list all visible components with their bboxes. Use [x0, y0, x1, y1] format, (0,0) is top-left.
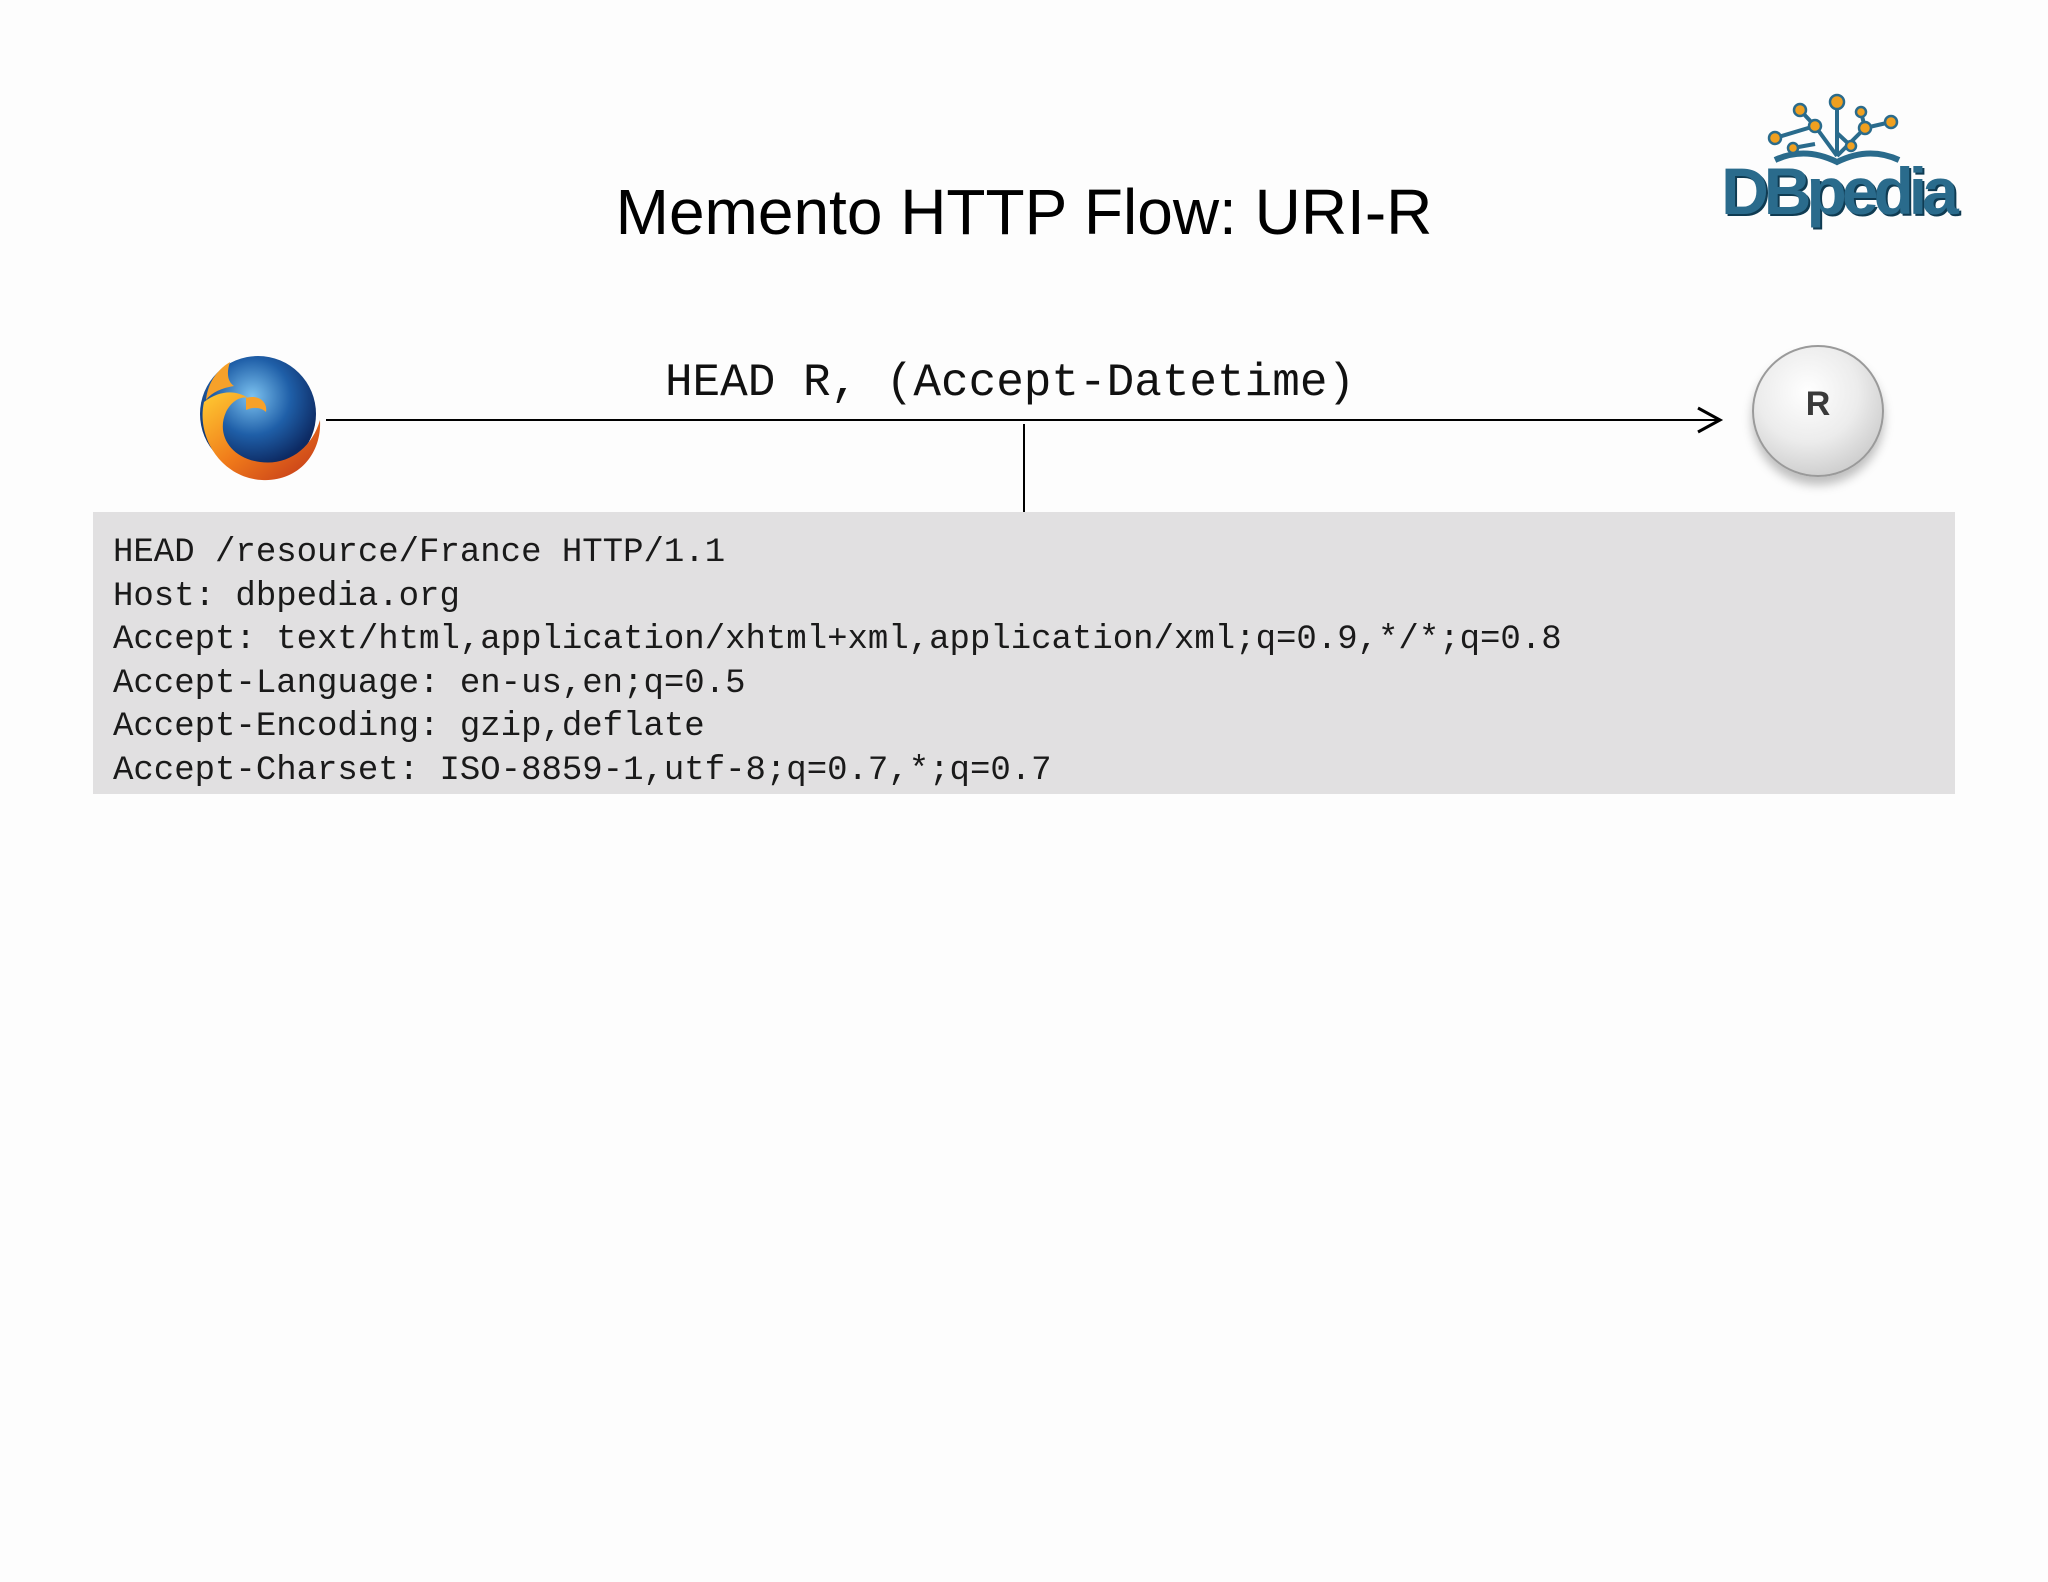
- http-request-box: HEAD /resource/France HTTP/1.1 Host: dbp…: [93, 512, 1955, 794]
- http-request-lines: HEAD /resource/France HTTP/1.1 Host: dbp…: [113, 532, 1562, 794]
- http-request-line: Accept: text/html,application/xhtml+xml,…: [113, 621, 1562, 660]
- resource-node: R: [1752, 345, 1884, 477]
- request-label: HEAD R, (Accept-Datetime): [664, 357, 1356, 409]
- resource-node-label: R: [1805, 385, 1831, 423]
- dbpedia-logo: DBpedia: [1715, 88, 1960, 240]
- dbpedia-logo-text: DBpedia: [1721, 154, 1959, 228]
- http-request-line: Accept-Encoding: gzip,deflate: [113, 708, 705, 747]
- http-request-line: HEAD /resource/France HTTP/1.1: [113, 534, 726, 572]
- firefox-icon: [186, 350, 326, 488]
- http-request-line: Accept-Language: en-us,en;q=0.5: [113, 664, 746, 703]
- slide-title: Memento HTTP Flow: URI-R: [615, 176, 1433, 248]
- http-request-line: Accept-Charset: ISO-8859-1,utf-8;q=0.7,*…: [113, 751, 1052, 790]
- request-arrow: [326, 406, 1724, 512]
- http-request-line: Host: dbpedia.org: [113, 577, 460, 616]
- dbpedia-logo-graph-icon: [1767, 93, 1901, 166]
